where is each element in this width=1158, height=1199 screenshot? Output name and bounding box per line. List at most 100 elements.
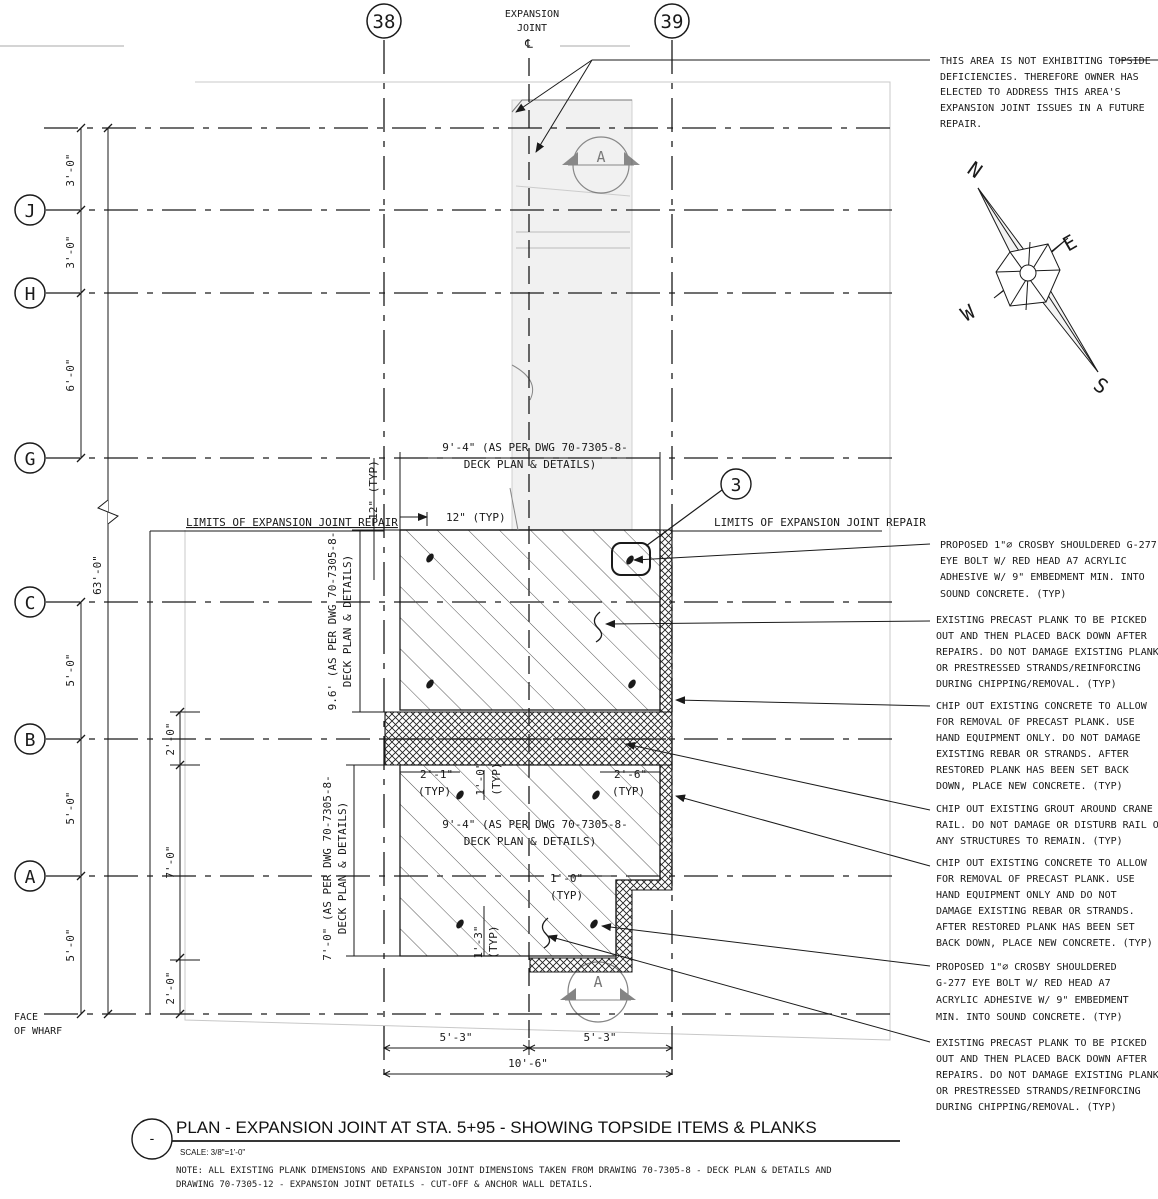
svg-text:OUT AND THEN PLACED BACK DOWN: OUT AND THEN PLACED BACK DOWN AFTER (936, 631, 1148, 642)
svg-text:HAND EQUIPMENT ONLY AND DO NOT: HAND EQUIPMENT ONLY AND DO NOT (936, 890, 1117, 901)
existing-wharf-outline (0, 45, 891, 1041)
section-label-top: A (596, 148, 605, 166)
leader-lines (515, 59, 1158, 1043)
svg-text:CHIP OUT EXISTING CONCRETE TO: CHIP OUT EXISTING CONCRETE TO ALLOW (936, 858, 1148, 869)
note-future-repair: THIS AREA IS NOT EXHIBITING TOPSIDE DEFI… (940, 56, 1151, 130)
note-plank-bottom: EXISTING PRECAST PLANK TO BE PICKED OUT … (936, 1038, 1158, 1113)
dim-bottom-total: 10'-6" (508, 1057, 548, 1070)
svg-text:ELECTED TO ADDRESS THIS AREA'S: ELECTED TO ADDRESS THIS AREA'S (940, 87, 1121, 98)
dim-2-6: 2'-6" (614, 768, 647, 781)
note-eye-bolt-top: PROPOSED 1"∅ CROSBY SHOULDERED G-277 EYE… (940, 540, 1157, 600)
chip-out-right-bottom (529, 764, 673, 973)
dim-1-0-vertical: 1'-0" (474, 762, 487, 795)
grid-label-row-G: G (25, 449, 36, 470)
svg-text:5'-0": 5'-0" (64, 791, 77, 824)
title-bubble (131, 1118, 173, 1160)
grid-bubble-row-A (14, 860, 46, 892)
expansion-joint-label: EXPANSION JOINT ℄ (505, 9, 559, 51)
drawing-note-2: DRAWING 70-7305-12 - EXPANSION JOINT DET… (176, 1180, 593, 1190)
grid-bubble-row-H (14, 277, 46, 309)
svg-text:THIS AREA IS NOT EXHIBITING TO: THIS AREA IS NOT EXHIBITING TOPSIDE (940, 56, 1151, 67)
detail-callout-number: 3 (731, 475, 742, 496)
svg-text:SOUND CONCRETE. (TYP): SOUND CONCRETE. (TYP) (940, 589, 1066, 600)
limits-right-label: LIMITS OF EXPANSION JOINT REPAIR (714, 516, 926, 529)
grid-label-col-39: 39 (661, 11, 684, 33)
section-label-bottom: A (593, 973, 602, 991)
note-plank-top: EXISTING PRECAST PLANK TO BE PICKED OUT … (936, 615, 1158, 690)
note-chip-out-bottom: CHIP OUT EXISTING CONCRETE TO ALLOW FOR … (936, 858, 1153, 949)
compass-n: N (963, 156, 987, 183)
plank-bot-width-label-1: 9'-4" (AS PER DWG 70-7305-8- (442, 818, 627, 831)
grid-label-col-38: 38 (373, 11, 396, 33)
svg-text:63'-0": 63'-0" (91, 555, 104, 595)
svg-text:FOR REMOVAL OF PRECAST PLANK.: FOR REMOVAL OF PRECAST PLANK. USE (936, 717, 1135, 728)
svg-text:MIN. INTO SOUND CONCRETE. (TY: MIN. INTO SOUND CONCRETE. (TYP) (936, 1012, 1123, 1023)
section-mark-top: A (562, 136, 640, 194)
left-dimension-text: 3'-0" 3'-0" 6'-0" 63'-0" 5'-0" 5'-0" 5'-… (64, 153, 177, 1004)
grid-bubble-row-G (14, 442, 46, 474)
grid-bubble-row-J (14, 194, 46, 226)
svg-text:EXPANSION JOINT ISSUES IN A FU: EXPANSION JOINT ISSUES IN A FUTURE (940, 103, 1145, 114)
svg-text:5'-0": 5'-0" (64, 928, 77, 961)
svg-text:2'-0": 2'-0" (164, 722, 177, 755)
svg-text:EXISTING PRECAST PLANK TO BE P: EXISTING PRECAST PLANK TO BE PICKED (936, 1038, 1147, 1049)
drawing-title: PLAN - EXPANSION JOINT AT STA. 5+95 - SH… (176, 1118, 817, 1137)
svg-text:ANY STRUCTURES TO REMAIN. (TYP: ANY STRUCTURES TO REMAIN. (TYP) (936, 836, 1123, 847)
precast-plank-top (399, 487, 661, 711)
svg-text:OUT AND THEN PLACED BACK DOWN: OUT AND THEN PLACED BACK DOWN AFTER (936, 1054, 1148, 1065)
svg-text:REPAIRS. DO NOT DAMAGE EXISTIN: REPAIRS. DO NOT DAMAGE EXISTING PLANK (936, 647, 1158, 658)
row-bubbles: J H G C B A (14, 194, 46, 892)
plank-bot-height-label-1: 7'-0" (AS PER DWG 70-7305-8- (321, 775, 334, 960)
svg-text:JOINT: JOINT (517, 23, 547, 34)
compass-s: S (1089, 372, 1113, 399)
note-crane-rail-grout: CHIP OUT EXISTING GROUT AROUND CRANE RAI… (936, 804, 1158, 847)
svg-text:RAIL. DO NOT DAMAGE OR DISTURB: RAIL. DO NOT DAMAGE OR DISTURB RAIL OR (936, 820, 1158, 831)
svg-text:CHIP OUT EXISTING CONCRETE TO: CHIP OUT EXISTING CONCRETE TO ALLOW (936, 701, 1148, 712)
grid-bubble-col-39 (654, 3, 690, 39)
svg-text:DURING CHIPPING/REMOVAL. (TYP): DURING CHIPPING/REMOVAL. (TYP) (936, 679, 1117, 690)
limits-left-label: LIMITS OF EXPANSION JOINT REPAIR (186, 516, 398, 529)
plank-top-height-label-2: DECK PLAN & DETAILS) (341, 555, 354, 687)
drawing-scale: SCALE: 3/8"=1'-0" (180, 1148, 245, 1157)
plank-top-width-label-1: 9'-4" (AS PER DWG 70-7305-8- (442, 441, 627, 454)
svg-text:AFTER RESTORED PLANK HAS BEEN: AFTER RESTORED PLANK HAS BEEN SET (936, 922, 1135, 933)
svg-text:HAND EQUIPMENT ONLY. DO NOT DA: HAND EQUIPMENT ONLY. DO NOT DAMAGE (936, 733, 1141, 744)
north-arrow (977, 187, 1099, 373)
svg-text:OR PRESTRESSED STRANDS/REINFOR: OR PRESTRESSED STRANDS/REINFORCING (936, 663, 1141, 674)
face-of-wharf-label: FACE OF WHARF (14, 1012, 62, 1037)
section-mark-bottom: A (560, 961, 636, 1023)
column-bubbles: 38 39 (366, 3, 690, 39)
detail-callout: 3 (645, 468, 752, 547)
svg-text:REPAIRS. DO NOT DAMAGE EXISTIN: REPAIRS. DO NOT DAMAGE EXISTING PLANK (936, 1070, 1158, 1081)
svg-text:2'-0": 2'-0" (164, 971, 177, 1004)
typ-12-horizontal: 12" (TYP) (446, 511, 506, 524)
compass-w: W (957, 299, 980, 326)
svg-text:EXISTING REBAR OR STRANDS. AFT: EXISTING REBAR OR STRANDS. AFTER (936, 749, 1130, 760)
compass-e: E (1059, 230, 1081, 257)
svg-text:OR PRESTRESSED STRANDS/REINFOR: OR PRESTRESSED STRANDS/REINFORCING (936, 1086, 1141, 1097)
svg-text:ACRYLIC ADHESIVE W/ 9" EMBEDME: ACRYLIC ADHESIVE W/ 9" EMBEDMENT (936, 995, 1129, 1006)
dim-1-0-horizontal: 1'-0" (550, 872, 583, 885)
title-bubble-label: - (150, 1130, 155, 1146)
svg-text:CHIP OUT EXISTING GROUT AROUND: CHIP OUT EXISTING GROUT AROUND CRANE (936, 804, 1153, 815)
eye-bolts (426, 553, 636, 929)
chip-out-right-top (659, 529, 673, 713)
svg-text:5'-0": 5'-0" (64, 653, 77, 686)
grid-bubble-row-B (14, 723, 46, 755)
plank-lift-symbol-2 (541, 917, 551, 949)
svg-text:EYE BOLT W/ RED HEAD A7 ACRYLI: EYE BOLT W/ RED HEAD A7 ACRYLIC (940, 556, 1127, 567)
svg-text:℄: ℄ (524, 37, 533, 51)
note-chip-out-top: CHIP OUT EXISTING CONCRETE TO ALLOW FOR … (936, 701, 1148, 792)
dim-1-0-vertical-typ: (TYP) (490, 762, 503, 795)
svg-text:DAMAGE EXISTING REBAR OR STRAN: DAMAGE EXISTING REBAR OR STRANDS. (936, 906, 1135, 917)
svg-text:DURING CHIPPING/REMOVAL. (TYP): DURING CHIPPING/REMOVAL. (TYP) (936, 1102, 1117, 1113)
svg-text:REPAIR.: REPAIR. (940, 119, 982, 130)
svg-text:PROPOSED 1"∅ CROSBY SHOULDERED: PROPOSED 1"∅ CROSBY SHOULDERED G-277 (940, 540, 1157, 551)
bottom-dimensions (382, 1040, 674, 1078)
grid-label-row-H: H (25, 284, 36, 305)
svg-text:PROPOSED 1"∅ CROSBY SHOULDERED: PROPOSED 1"∅ CROSBY SHOULDERED (936, 962, 1117, 973)
grid-label-row-A: A (25, 867, 36, 888)
svg-text:DEFICIENCIES. THEREFORE OWNER: DEFICIENCIES. THEREFORE OWNER HAS (940, 72, 1139, 83)
left-dimensions (76, 123, 200, 1019)
